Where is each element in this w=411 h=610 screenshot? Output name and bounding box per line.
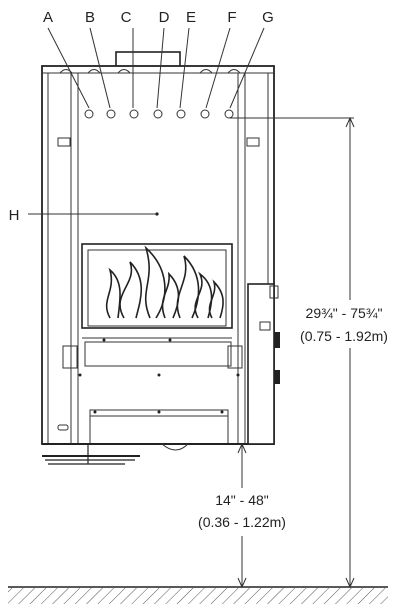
callout-lines [47,27,265,109]
callout-label-e: E [186,9,196,26]
dimension-upper-metric: (0.75 - 1.92m) [300,328,388,344]
dimension-upper-imperial: 29¾" - 75¾" [306,305,383,321]
side-control-box [247,283,280,445]
callout-label-h: H [9,207,20,224]
flame-graphic [105,245,224,319]
callout-label-b: B [85,9,95,26]
dimension-line-upper [345,116,355,589]
dimension-lower-metric: (0.36 - 1.22m) [198,514,286,530]
callout-markers [84,109,234,119]
callout-label-a: A [43,9,53,26]
callout-label-g: G [262,9,274,26]
dimension-lower-imperial: 14" - 48" [215,492,269,508]
callout-label-f: F [227,9,236,26]
callout-label-d: D [159,9,170,26]
fireplace-unit [41,65,275,445]
power-cord [42,443,189,465]
floor [8,586,388,604]
callout-label-c: C [121,9,132,26]
